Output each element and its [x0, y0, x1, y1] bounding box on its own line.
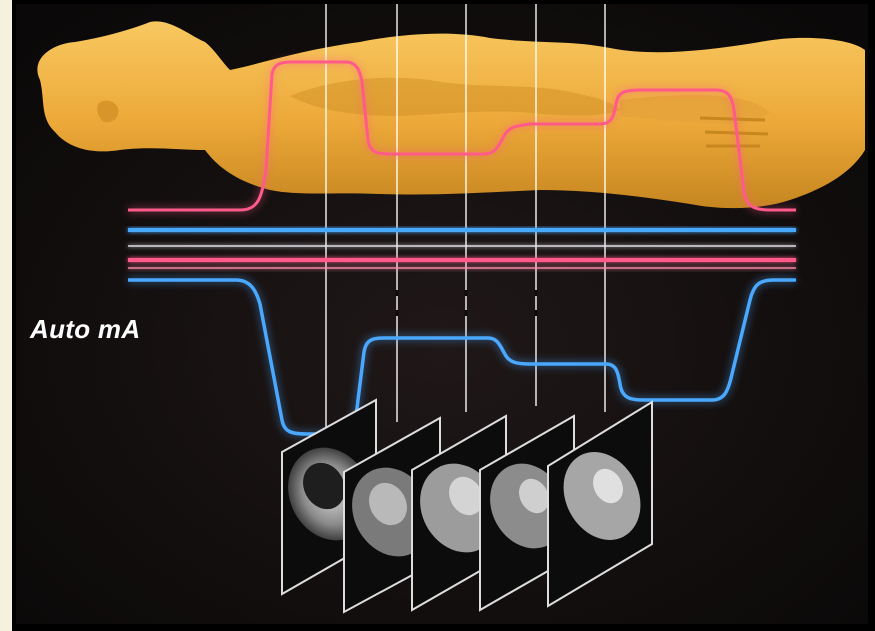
auto-ma-label: Auto mA [30, 314, 140, 345]
